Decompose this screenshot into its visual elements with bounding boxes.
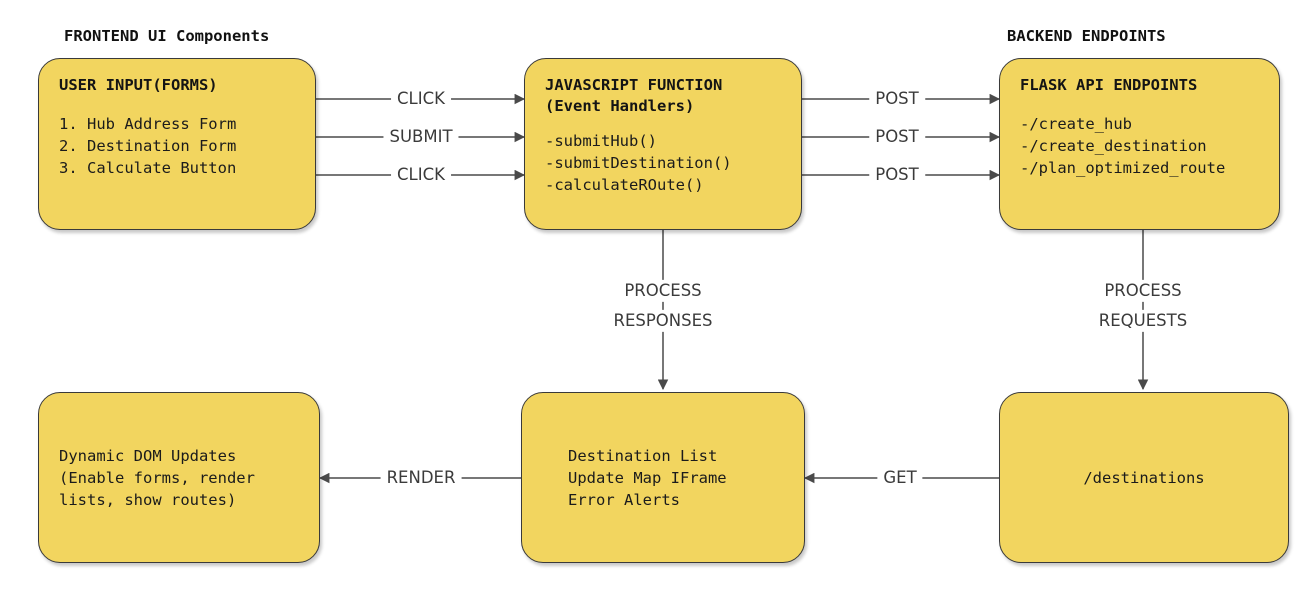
edge-label-post-1: POST xyxy=(869,87,925,111)
edge-label-click-1: CLICK xyxy=(391,87,451,111)
node-javascript-function-title: JAVASCRIPT FUNCTION (Event Handlers) xyxy=(545,76,723,116)
edge-label-process-requests-line2: REQUESTS xyxy=(1092,309,1194,333)
node-user-input-lines: 1. Hub Address Form 2. Destination Form … xyxy=(59,115,237,178)
node-javascript-function-lines: -submitHub() -submitDestination() -calcu… xyxy=(545,131,732,194)
edge-label-post-2: POST xyxy=(869,125,925,149)
node-destinations-body: /destinations xyxy=(1000,467,1288,489)
node-flask-api-lines: -/create_hub -/create_destination -/plan… xyxy=(1020,115,1226,178)
node-destinations[interactable]: /destinations xyxy=(999,392,1289,563)
edge-label-render: RENDER xyxy=(380,466,462,490)
node-user-input-body: USER INPUT(FORMS) 1. Hub Address Form 2.… xyxy=(39,59,315,179)
edge-label-get: GET xyxy=(877,466,923,490)
node-dom-updates[interactable]: Dynamic DOM Updates (Enable forms, rende… xyxy=(38,392,320,563)
node-destinations-lines: /destinations xyxy=(1083,468,1205,487)
edge-label-post-3: POST xyxy=(869,163,925,187)
node-javascript-function-body: JAVASCRIPT FUNCTION (Event Handlers) -su… xyxy=(525,59,801,196)
node-dom-updates-body: Dynamic DOM Updates (Enable forms, rende… xyxy=(39,445,319,511)
node-render-targets[interactable]: Destination List Update Map IFrame Error… xyxy=(521,392,805,563)
node-flask-api-title: FLASK API ENDPOINTS xyxy=(1020,76,1198,94)
edge-label-click-2: CLICK xyxy=(391,163,451,187)
node-user-input-title: USER INPUT(FORMS) xyxy=(59,76,218,94)
edge-label-submit-1: SUBMIT xyxy=(383,125,459,149)
node-user-input[interactable]: USER INPUT(FORMS) 1. Hub Address Form 2.… xyxy=(38,58,316,230)
node-flask-api-endpoints[interactable]: FLASK API ENDPOINTS -/create_hub -/creat… xyxy=(999,58,1280,230)
section-title-frontend: FRONTEND UI Components xyxy=(64,27,270,45)
node-dom-updates-lines: Dynamic DOM Updates (Enable forms, rende… xyxy=(59,446,255,509)
edge-label-process-responses-line1: PROCESS xyxy=(618,279,708,303)
edge-label-process-requests-line1: PROCESS xyxy=(1098,279,1188,303)
node-flask-api-body: FLASK API ENDPOINTS -/create_hub -/creat… xyxy=(1000,59,1279,179)
section-title-backend: BACKEND ENDPOINTS xyxy=(1007,27,1166,45)
node-render-targets-lines: Destination List Update Map IFrame Error… xyxy=(568,446,727,509)
edge-label-process-responses-line2: RESPONSES xyxy=(607,309,719,333)
node-render-targets-body: Destination List Update Map IFrame Error… xyxy=(522,445,804,511)
node-javascript-function[interactable]: JAVASCRIPT FUNCTION (Event Handlers) -su… xyxy=(524,58,802,230)
